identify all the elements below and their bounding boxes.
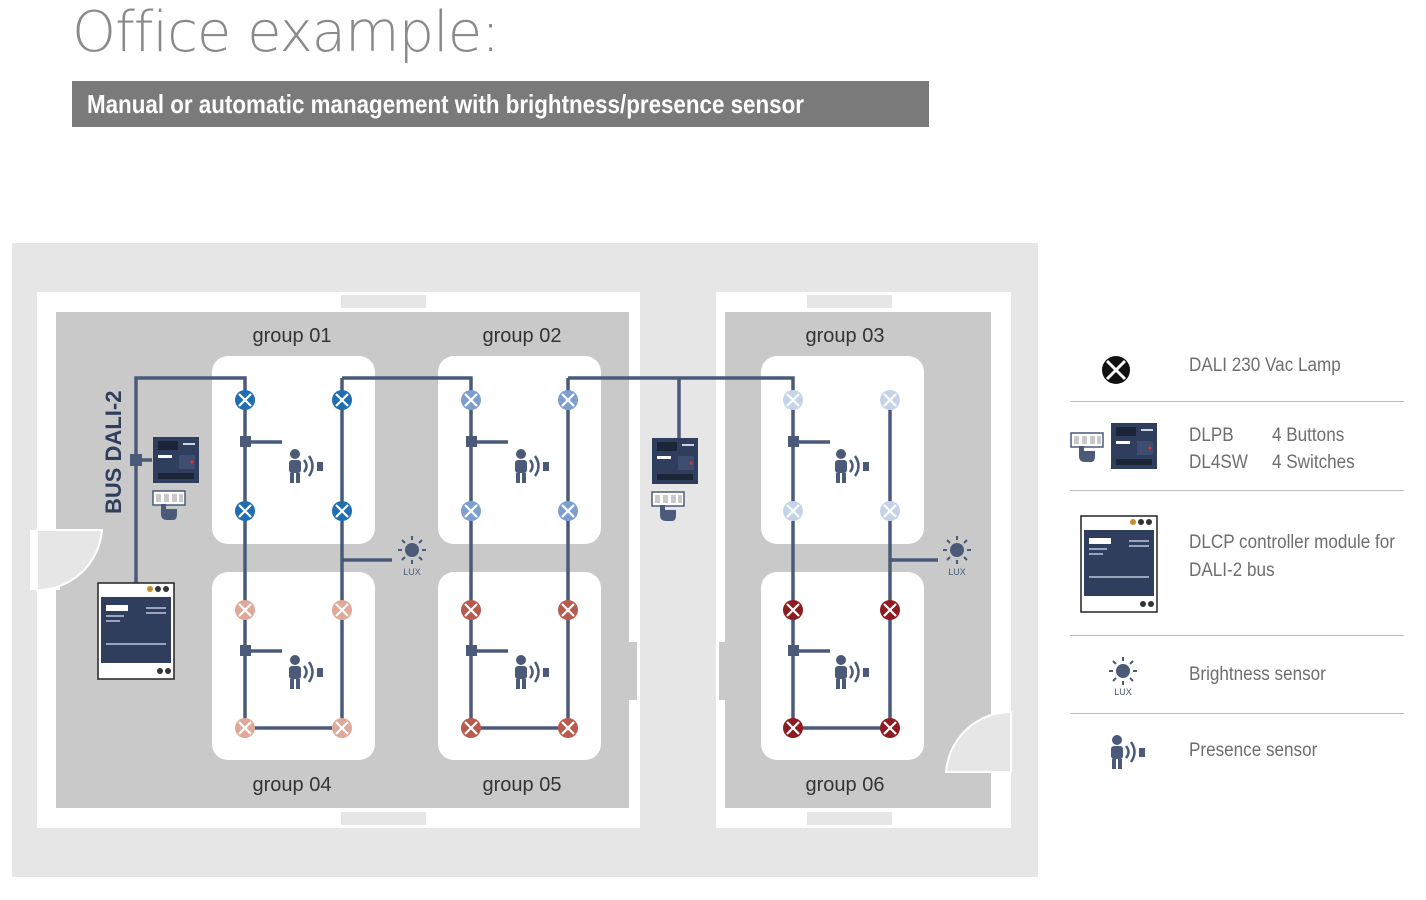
lamp-icon (783, 718, 803, 738)
left-door-swing (36, 529, 104, 592)
dlpb-module-icon (153, 437, 199, 483)
lamp-icon (332, 600, 352, 620)
legend-dlpb-code: DLPB (1189, 425, 1234, 446)
lamp-icon (558, 600, 578, 620)
lamp-icon (235, 600, 255, 620)
legend-divider (1070, 401, 1404, 402)
group-03-label: group 03 (806, 325, 885, 347)
lamp-icon (461, 600, 481, 620)
legend-dlcp-line2: DALI-2 bus (1189, 560, 1275, 581)
legend-divider (1070, 713, 1404, 714)
legend-dl4sw-desc: 4 Switches (1272, 452, 1355, 473)
window-right-bottom (807, 812, 892, 825)
lamp-icon (235, 718, 255, 738)
lux-label: LUX (403, 567, 421, 577)
window-left-top (341, 295, 426, 308)
dlpb-module-icon (652, 438, 698, 484)
legend-divider (1070, 490, 1404, 491)
legend-dlcp-icon (1080, 515, 1158, 613)
lamp-icon (558, 390, 578, 410)
lamp-icon (461, 718, 481, 738)
page-subtitle: Manual or automatic management with brig… (72, 81, 929, 127)
lamp-icon (461, 390, 481, 410)
group-06-label: group 06 (806, 774, 885, 796)
dali-bus-wiring (134, 376, 938, 730)
lamp-icon (783, 501, 803, 521)
lamp-icon (783, 600, 803, 620)
lamp-icon (235, 501, 255, 521)
lamp-icon (880, 390, 900, 410)
window-left-bottom (341, 812, 426, 825)
dlcp-controller-icon (97, 582, 175, 680)
legend-dlcp-line1: DLCP controller module for (1189, 532, 1395, 553)
bus-junctions (130, 436, 799, 656)
group-04-label: group 04 (253, 774, 332, 796)
legend-divider (1070, 635, 1404, 636)
lamp-icon (332, 501, 352, 521)
subtitle-text: Manual or automatic management with brig… (87, 89, 804, 119)
bus-dali-label: BUS DALI-2 (101, 391, 126, 514)
legend-brightness-icon (1108, 656, 1138, 686)
lamps-layer (235, 390, 900, 738)
legend-dlpb-desc: 4 Buttons (1272, 425, 1345, 446)
right-door-swing (944, 710, 1012, 773)
legend-brightness-label: Brightness sensor (1189, 664, 1326, 685)
lamp-icon (880, 600, 900, 620)
lamp-icon (558, 501, 578, 521)
lux-label: LUX (948, 567, 966, 577)
connecting-door-right (719, 642, 727, 700)
legend-dlpb-module-icon (1111, 423, 1157, 469)
group-05-label: group 05 (483, 774, 562, 796)
lamp-icon (783, 390, 803, 410)
lamp-icon (880, 501, 900, 521)
lamp-icon (880, 718, 900, 738)
legend-lamp-icon (1102, 356, 1130, 384)
legend-presence-icon (1109, 733, 1147, 771)
legend-lamp-label: DALI 230 Vac Lamp (1189, 355, 1341, 376)
lamp-icon (332, 718, 352, 738)
lamp-icon (558, 718, 578, 738)
page-title: Office example: (72, 0, 500, 65)
legend-presence-label: Presence sensor (1189, 740, 1318, 761)
legend-lux-label: LUX (1114, 687, 1132, 697)
lamp-icon (235, 390, 255, 410)
lamp-icon (332, 390, 352, 410)
group-01-label: group 01 (253, 325, 332, 347)
legend-keypad-icon (1070, 432, 1104, 463)
group-02-label: group 02 (483, 325, 562, 347)
legend-dl4sw-code: DL4SW (1189, 452, 1248, 473)
connecting-door-left (629, 642, 637, 700)
window-right-top (807, 295, 892, 308)
lamp-icon (461, 501, 481, 521)
